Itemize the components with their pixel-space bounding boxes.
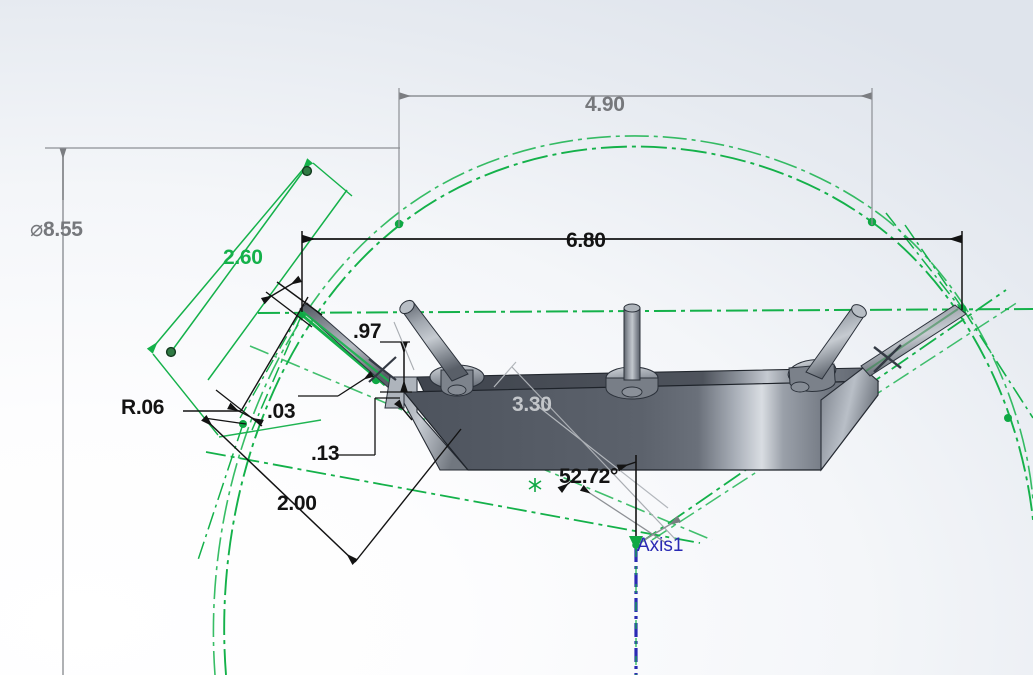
dim-0p03-line[interactable] xyxy=(260,275,303,305)
left-thin-rod[interactable] xyxy=(299,302,399,391)
dim-2p00-ext-right[interactable] xyxy=(354,428,462,563)
dim-0p97-ref[interactable] xyxy=(393,321,415,371)
dim-angle-ref-line[interactable] xyxy=(511,366,677,541)
sketch-endpoint[interactable] xyxy=(165,346,177,358)
center-vertical-pin[interactable] xyxy=(605,303,659,400)
rod-collar-line-b xyxy=(873,344,902,373)
axis1-arrow-marker xyxy=(629,536,643,551)
dim-angle-leader-a[interactable] xyxy=(579,485,667,544)
dim-0p13-arrow-b[interactable] xyxy=(394,399,413,421)
dim-label-body-depth[interactable]: 3.30 xyxy=(512,393,552,416)
horizontal-centerline[interactable] xyxy=(257,308,1033,314)
pin-tip xyxy=(851,304,867,318)
dim-2p00-ext-left[interactable] xyxy=(203,417,247,425)
dim-label-top-width[interactable]: 4.90 xyxy=(585,93,625,116)
sketch-endpoint[interactable] xyxy=(301,165,313,177)
pin-tip xyxy=(399,299,415,315)
right-arm-ray-2[interactable] xyxy=(885,212,963,311)
right-arm-ray-1[interactable] xyxy=(904,224,964,310)
dim-value-overall-diameter: 8.55 xyxy=(42,218,83,241)
dim-angle-tick-b[interactable] xyxy=(557,475,579,494)
axis1-label[interactable]: Axis1 xyxy=(637,535,684,556)
midpoint-marker[interactable] xyxy=(528,478,542,492)
pin-shaft xyxy=(399,302,469,382)
gray-dimensions[interactable] xyxy=(45,88,873,675)
dim-2p60-tick-b[interactable] xyxy=(312,162,353,197)
dim-label-fillet-radius[interactable]: R.06 xyxy=(121,396,165,419)
dim-2p00-line[interactable] xyxy=(201,414,358,566)
dim-2p60-line[interactable] xyxy=(146,158,314,354)
dim-label-mid-width[interactable]: 6.80 xyxy=(566,229,606,252)
dim-label-thickness-small[interactable]: .03 xyxy=(267,400,296,423)
right-diagonal-pin[interactable] xyxy=(787,302,869,393)
body-right-end-face[interactable] xyxy=(820,367,879,472)
dim-2p60-extension-b[interactable] xyxy=(207,189,348,381)
dim-angle-leader-b[interactable] xyxy=(635,515,682,546)
dim-label-overall-diameter[interactable]: ⌀8.55 xyxy=(30,216,83,242)
pin-tip xyxy=(623,303,641,313)
dim-label-arm-length[interactable]: 2.60 xyxy=(223,246,263,269)
right-outer-rod[interactable] xyxy=(860,304,967,377)
right-arm-ray-3[interactable] xyxy=(962,308,1033,419)
dim-angle-tick[interactable] xyxy=(616,461,637,472)
model-dimension-3p30[interactable] xyxy=(493,361,669,509)
dim-0p03-leader-arrow[interactable] xyxy=(337,371,375,397)
left-diagonal-pin[interactable] xyxy=(397,298,485,397)
axis1-line[interactable] xyxy=(629,536,643,675)
rod-highlight xyxy=(865,308,959,372)
construction-circle-secondary[interactable] xyxy=(212,135,1033,675)
pin-base xyxy=(790,381,810,393)
diameter-symbol-icon: ⌀ xyxy=(30,216,43,241)
pin-base xyxy=(447,384,467,396)
pin-shaft xyxy=(623,307,641,381)
dim-label-arm-reach[interactable]: 2.00 xyxy=(277,492,317,515)
dim-label-axis-angle[interactable]: 52.72° xyxy=(559,465,619,488)
construction-circle[interactable] xyxy=(223,145,1033,675)
solid-model[interactable] xyxy=(299,298,967,509)
dim-r06-leader-diag[interactable] xyxy=(240,296,309,412)
black-dimensions[interactable] xyxy=(183,231,963,566)
sketch-point[interactable] xyxy=(1004,414,1012,422)
pin-base xyxy=(621,386,643,398)
rod-shaft xyxy=(860,304,967,377)
dim-label-offset-height[interactable]: .97 xyxy=(353,320,382,343)
dim-label-thickness-tiny[interactable]: .13 xyxy=(311,442,340,465)
